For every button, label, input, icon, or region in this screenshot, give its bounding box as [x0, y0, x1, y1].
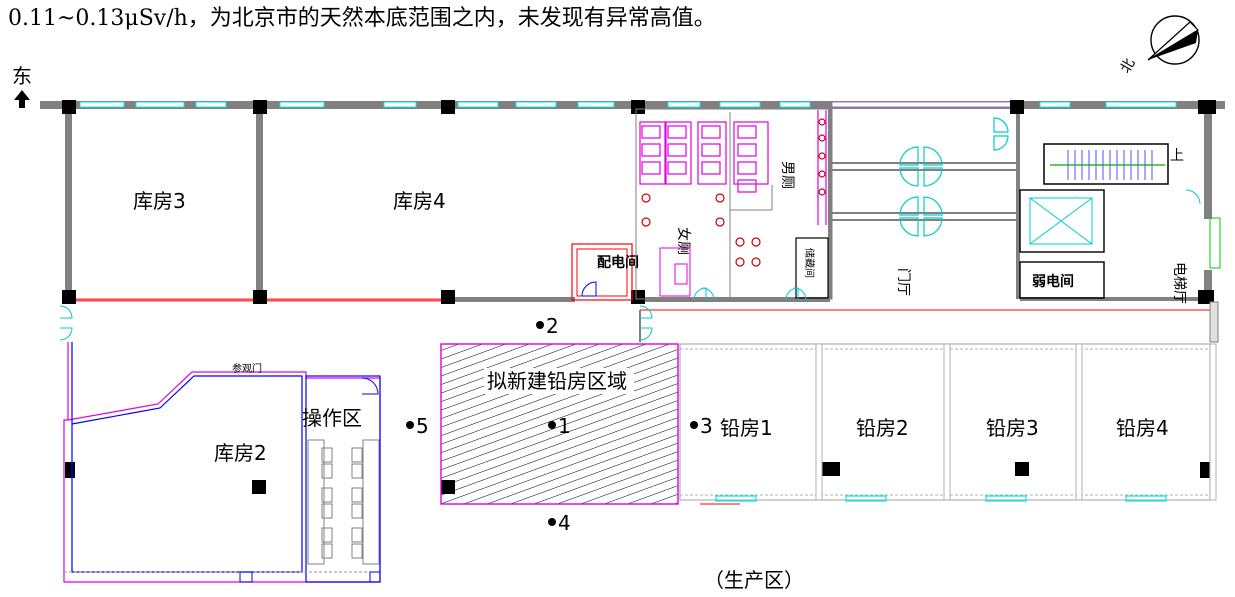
storage3-label: 库房3 — [133, 189, 186, 213]
lead-room4-label: 铅房4 — [1116, 416, 1169, 440]
stairs-up-label: 上 — [1170, 148, 1184, 164]
power-room: 配电间 — [571, 243, 639, 301]
point-3-label: 3 — [700, 414, 713, 438]
columns — [62, 100, 1216, 494]
north-label: 北 — [1118, 56, 1139, 76]
production-zone-label: （生产区） — [704, 568, 804, 592]
operation-zone-label: 操作区 — [302, 406, 362, 430]
small-door-label: 参观门 — [232, 362, 262, 375]
storage2-label: 库房2 — [214, 441, 267, 465]
weak-power-room-label: 弱电间 — [1032, 273, 1074, 290]
point-1-label: 1 — [558, 414, 571, 438]
storage-room-label: 储藏间 — [803, 248, 816, 278]
lead-room2-label: 铅房2 — [856, 416, 909, 440]
new-lead-area-label: 拟新建铅房区域 — [487, 369, 627, 393]
point-2-label: 2 — [546, 314, 559, 338]
female-wc-label: 女厕 — [675, 227, 692, 255]
lead-room3-label: 铅房3 — [986, 416, 1039, 440]
storage2-block: 参观门 — [63, 342, 381, 583]
east-label: 东 — [12, 64, 32, 88]
north-arrow-icon: 北 — [1118, 15, 1200, 76]
intro-text: 0.11~0.13μSv/h，为北京市的天然本底范围之内，未发现有异常高值。 — [8, 6, 716, 31]
new-lead-room-area: 拟新建铅房区域 — [440, 343, 679, 505]
lobby: 门厅 — [832, 117, 1016, 296]
measurement-points: 1 2 3 4 5 — [406, 314, 713, 535]
hall-label: 门厅 — [895, 268, 911, 296]
elevator-hall-label: 电梯厅 — [1171, 262, 1187, 304]
point-4-label: 4 — [558, 511, 571, 535]
bathroom-block: 女厕 男厕 储藏间 — [635, 108, 833, 301]
storage4-label: 库房4 — [393, 189, 446, 213]
stairs-elevator: 上 弱电间 电梯厅 — [1019, 143, 1221, 304]
power-room-label: 配电间 — [597, 254, 639, 271]
lead-room1-label: 铅房1 — [720, 416, 773, 440]
male-wc-label: 男厕 — [779, 161, 795, 189]
east-arrow-icon: 东 — [12, 64, 32, 108]
point-5-label: 5 — [416, 414, 429, 438]
lead-rooms — [679, 343, 1217, 505]
